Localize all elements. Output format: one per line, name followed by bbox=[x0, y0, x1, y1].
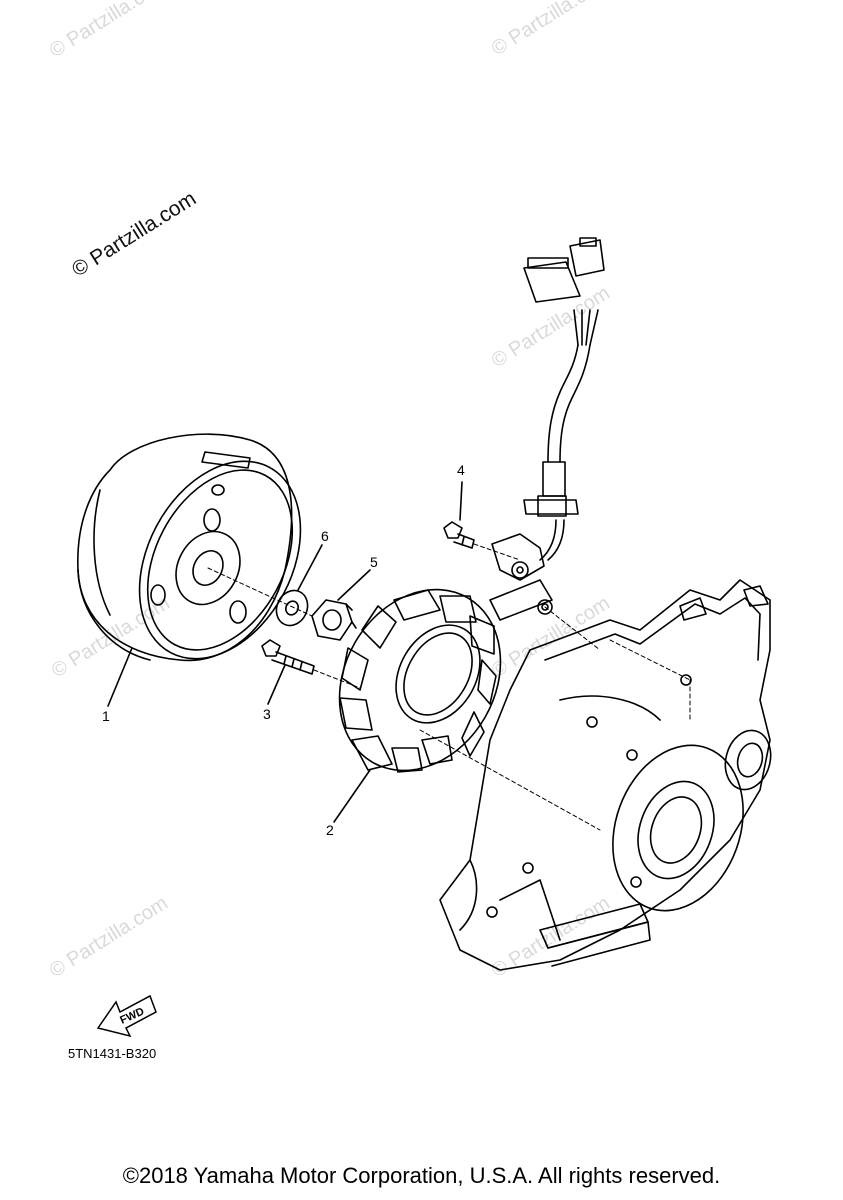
nut bbox=[311, 599, 357, 641]
screw-4 bbox=[443, 521, 475, 549]
callout-6: 6 bbox=[321, 528, 329, 544]
callout-2: 2 bbox=[326, 822, 334, 838]
copyright-notice: ©2018 Yamaha Motor Corporation, U.S.A. A… bbox=[122, 1163, 721, 1188]
callout-1: 1 bbox=[102, 708, 110, 724]
screw-3 bbox=[261, 639, 315, 675]
callout-5: 5 bbox=[370, 554, 378, 570]
callout-4: 4 bbox=[457, 462, 465, 478]
stator bbox=[338, 579, 553, 773]
fwd-label: FWD bbox=[118, 1006, 146, 1027]
washer bbox=[275, 589, 309, 627]
callout-3: 3 bbox=[263, 706, 271, 722]
wire-harness bbox=[491, 237, 605, 581]
fwd-arrow: FWD bbox=[96, 994, 157, 1038]
drawing-code: 5TN1431-B320 bbox=[68, 1046, 157, 1061]
flywheel-rotor bbox=[77, 433, 302, 662]
crankcase bbox=[439, 579, 772, 971]
